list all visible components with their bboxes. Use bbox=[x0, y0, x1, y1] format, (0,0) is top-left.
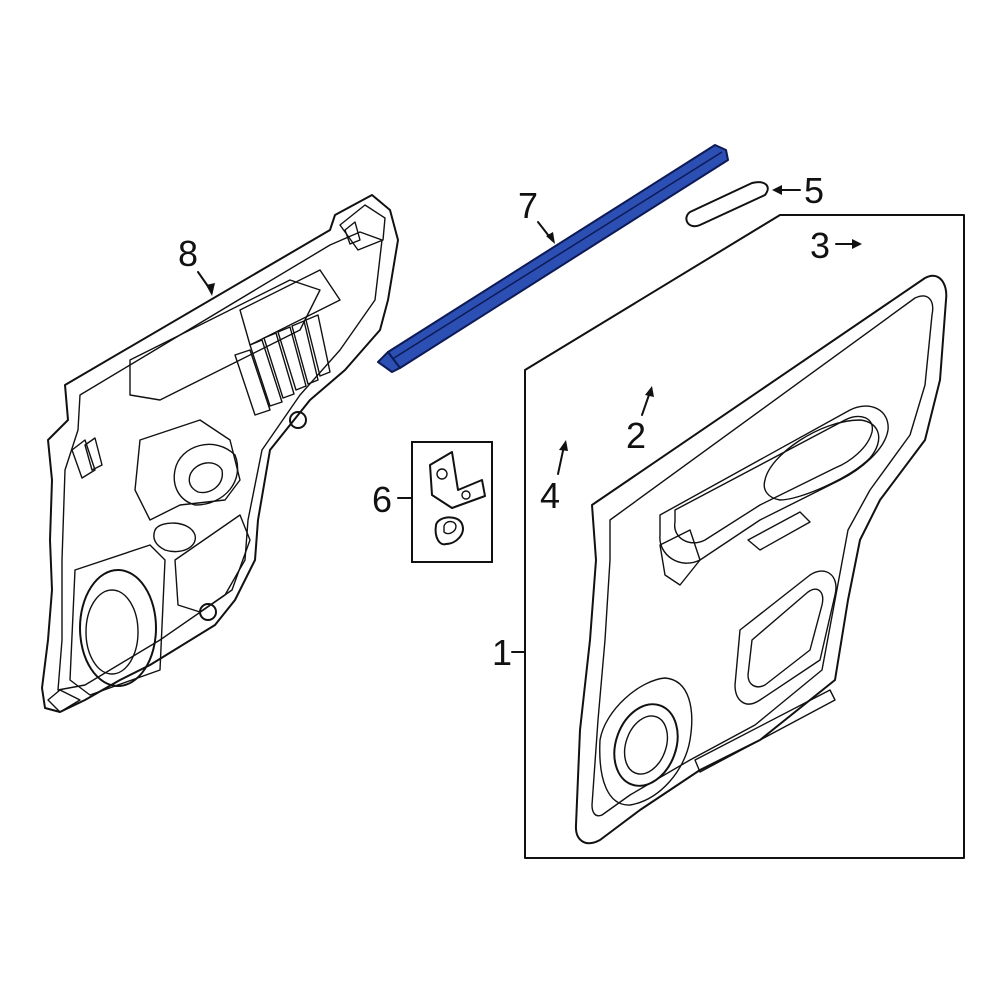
part-5-pad[interactable] bbox=[685, 181, 769, 228]
part-1-door-trim-panel[interactable] bbox=[524, 214, 965, 859]
callout-3: 3 bbox=[810, 225, 830, 266]
part-8-door-panel-shield[interactable] bbox=[41, 194, 399, 713]
part-6-bracket-kit[interactable] bbox=[411, 441, 493, 563]
callout-1: 1 bbox=[492, 632, 512, 673]
callout-7: 7 bbox=[518, 185, 538, 226]
callout-2: 2 bbox=[626, 415, 646, 456]
leader-lines bbox=[197, 185, 862, 653]
part-7-belt-weatherstrip[interactable] bbox=[377, 144, 729, 373]
callout-4: 4 bbox=[540, 475, 560, 516]
callout-8: 8 bbox=[178, 233, 198, 274]
callout-5: 5 bbox=[804, 170, 824, 211]
callout-6: 6 bbox=[372, 479, 392, 520]
